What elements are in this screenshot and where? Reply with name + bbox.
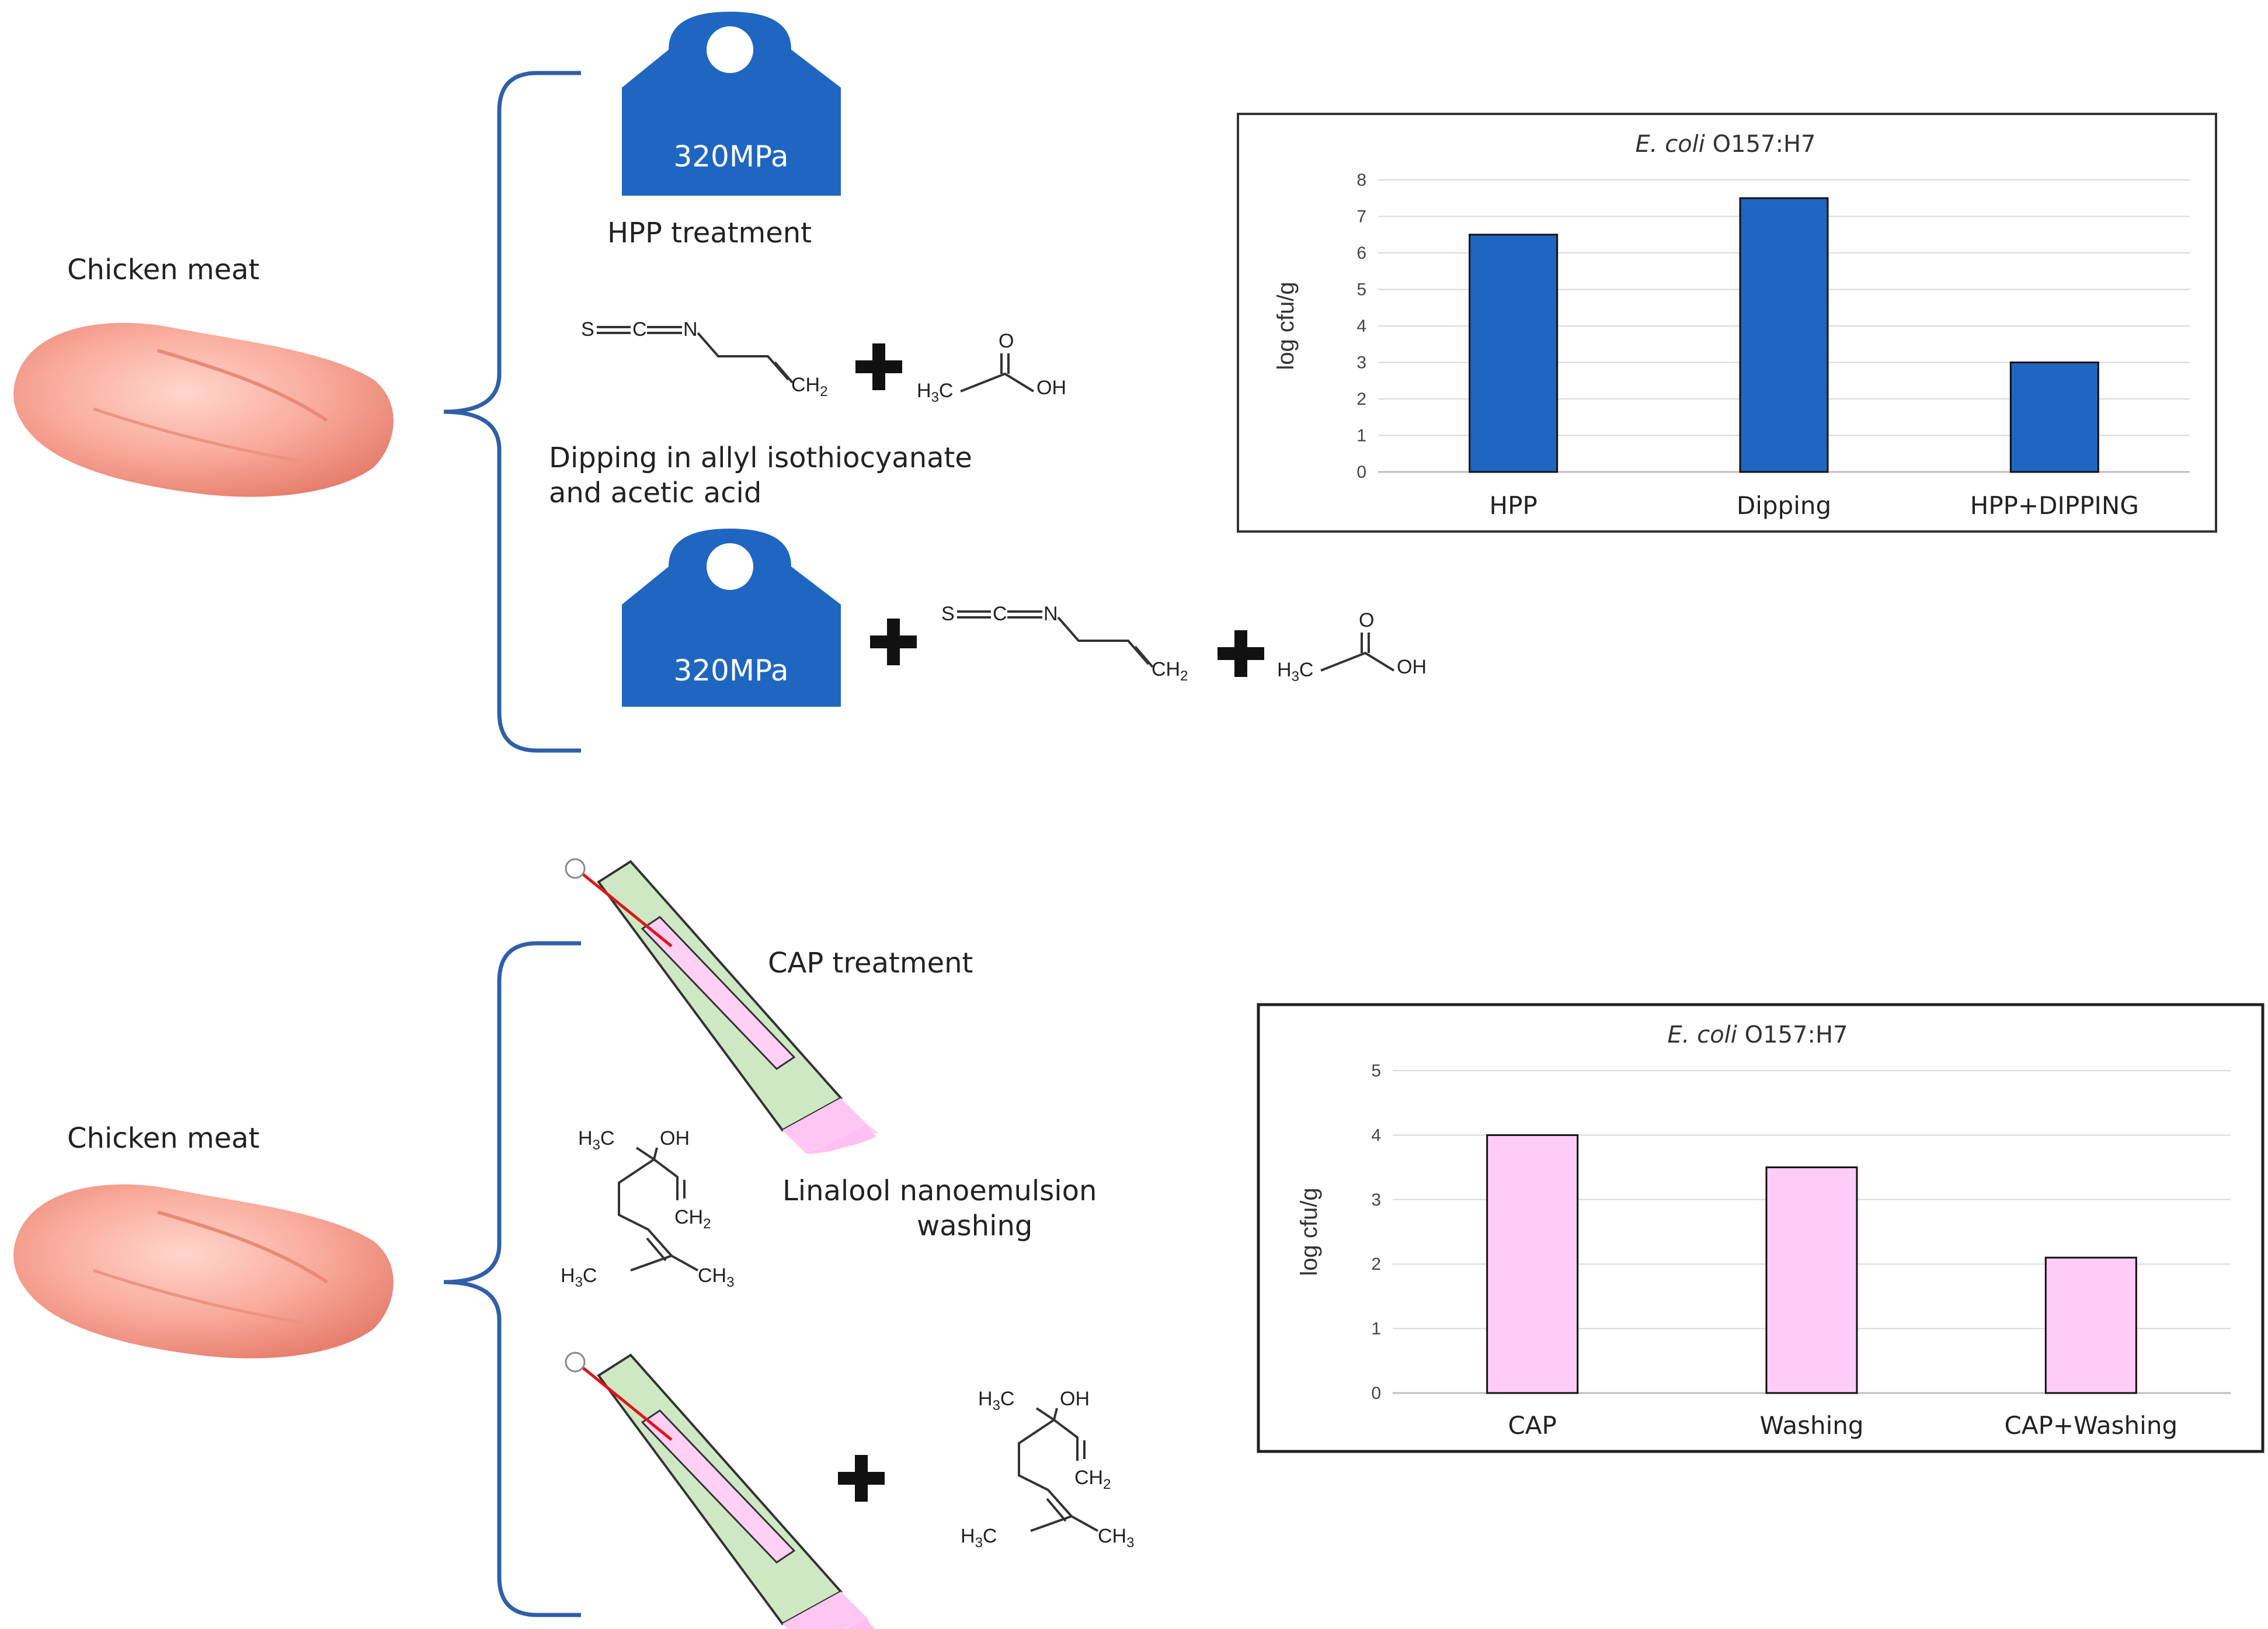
dipping-caption-line2: and acetic acid bbox=[549, 477, 761, 509]
linalool-structure: H3C OH CH2 H3C CH3 bbox=[961, 1388, 1134, 1551]
chem-atom-n: N bbox=[683, 318, 698, 341]
chem-atom-o: O bbox=[1359, 609, 1374, 631]
x-category-label: HPP bbox=[1490, 491, 1537, 520]
cap-treatment-caption: CAP treatment bbox=[768, 947, 973, 980]
x-category-label: HPP+DIPPING bbox=[1970, 491, 2139, 520]
x-category-label: CAP bbox=[1508, 1411, 1556, 1440]
chem-atom-s: S bbox=[941, 603, 955, 625]
top-brace bbox=[443, 71, 581, 753]
cap-plasma-jet-icon bbox=[565, 1352, 875, 1629]
chem-ch2: CH2 bbox=[791, 374, 827, 400]
chart-title: E. coli O157:H7 bbox=[1636, 131, 1816, 158]
y-axis-label: log cfu/g bbox=[1296, 1187, 1322, 1276]
chem-h3c: H3C bbox=[961, 1525, 997, 1551]
hpp-treatment-caption: HPP treatment bbox=[607, 217, 812, 249]
y-tick-label: 4 bbox=[1356, 317, 1366, 336]
bottom-chicken-meat-image bbox=[13, 1184, 394, 1359]
aitc-structure: S C N CH2 bbox=[581, 318, 827, 400]
bar-hpp bbox=[1469, 234, 1559, 473]
plus-icon bbox=[1218, 630, 1264, 677]
y-tick-label: 1 bbox=[1356, 426, 1366, 446]
y-tick-label: 5 bbox=[1356, 280, 1366, 300]
chem-ch2: CH2 bbox=[1152, 658, 1188, 684]
x-category-label: Dipping bbox=[1737, 491, 1831, 520]
chem-ch2: CH2 bbox=[1074, 1467, 1111, 1492]
acetic-acid-structure: O H3C OH bbox=[917, 330, 1066, 405]
y-tick-label: 0 bbox=[1356, 463, 1366, 482]
chem-oh: OH bbox=[660, 1127, 690, 1149]
hpp-weight-icon: 320MPa bbox=[622, 529, 841, 707]
chem-h3c: H3C bbox=[561, 1265, 597, 1290]
chem-atom-c: C bbox=[632, 318, 647, 341]
top-meat-label: Chicken meat bbox=[67, 253, 259, 286]
y-tick-label: 3 bbox=[1356, 353, 1366, 373]
y-tick-label: 8 bbox=[1356, 171, 1366, 190]
hpp-weight-icon: 320MPa bbox=[622, 12, 841, 196]
y-tick-label: 1 bbox=[1371, 1319, 1381, 1339]
plus-icon bbox=[855, 343, 902, 390]
plus-icon bbox=[838, 1455, 885, 1502]
chem-oh: OH bbox=[1036, 377, 1066, 399]
bar-hpp-dipping bbox=[2009, 362, 2099, 473]
bar-washing bbox=[1765, 1166, 1858, 1394]
bottom-brace bbox=[443, 941, 581, 1617]
chem-atom-s: S bbox=[581, 318, 594, 341]
y-tick-label: 4 bbox=[1371, 1126, 1381, 1145]
x-category-label: Washing bbox=[1759, 1411, 1863, 1440]
bottom-meat-label: Chicken meat bbox=[67, 1122, 259, 1155]
bar-dipping bbox=[1739, 197, 1829, 473]
washing-caption-line1: Linalool nanoemulsion bbox=[782, 1175, 1097, 1207]
chem-atom-o: O bbox=[999, 330, 1014, 352]
x-category-label: CAP+Washing bbox=[2005, 1411, 2178, 1440]
y-tick-label: 0 bbox=[1371, 1384, 1381, 1403]
linalool-structure: H3C OH CH2 H3C CH3 bbox=[561, 1127, 734, 1290]
chem-h3c: H3C bbox=[978, 1388, 1014, 1413]
chem-h3c: H3C bbox=[917, 380, 953, 405]
washing-caption-line2: washing bbox=[917, 1210, 1032, 1242]
chem-h3c: H3C bbox=[1277, 659, 1313, 685]
y-tick-label: 5 bbox=[1371, 1061, 1381, 1081]
y-tick-label: 2 bbox=[1356, 390, 1366, 409]
chem-atom-n: N bbox=[1043, 603, 1058, 625]
bar-cap bbox=[1486, 1134, 1579, 1394]
y-tick-label: 7 bbox=[1356, 207, 1366, 227]
bar-cap-washing bbox=[2044, 1256, 2137, 1394]
cap-plasma-jet-icon bbox=[565, 858, 879, 1154]
plus-icon bbox=[870, 619, 917, 665]
weight-label: 320MPa bbox=[673, 654, 788, 687]
aitc-structure: S C N CH2 bbox=[941, 603, 1188, 684]
chem-oh: OH bbox=[1397, 656, 1427, 678]
dipping-caption-line1: Dipping in allyl isothiocyanate bbox=[549, 442, 972, 474]
weight-label: 320MPa bbox=[673, 140, 788, 173]
chem-ch2: CH2 bbox=[674, 1206, 711, 1232]
chart-title: E. coli O157:H7 bbox=[1668, 1022, 1848, 1048]
acetic-acid-structure: O H3C OH bbox=[1277, 609, 1427, 685]
chem-ch3: CH3 bbox=[1098, 1525, 1134, 1551]
chem-ch3: CH3 bbox=[698, 1265, 734, 1290]
y-tick-label: 6 bbox=[1356, 244, 1366, 263]
chem-oh: OH bbox=[1060, 1388, 1090, 1410]
y-tick-label: 3 bbox=[1371, 1190, 1381, 1210]
y-tick-label: 2 bbox=[1371, 1255, 1381, 1274]
chem-h3c: H3C bbox=[578, 1127, 614, 1153]
top-chicken-meat-image bbox=[13, 322, 394, 497]
chem-atom-c: C bbox=[993, 603, 1007, 625]
y-axis-label: log cfu/g bbox=[1273, 282, 1299, 370]
